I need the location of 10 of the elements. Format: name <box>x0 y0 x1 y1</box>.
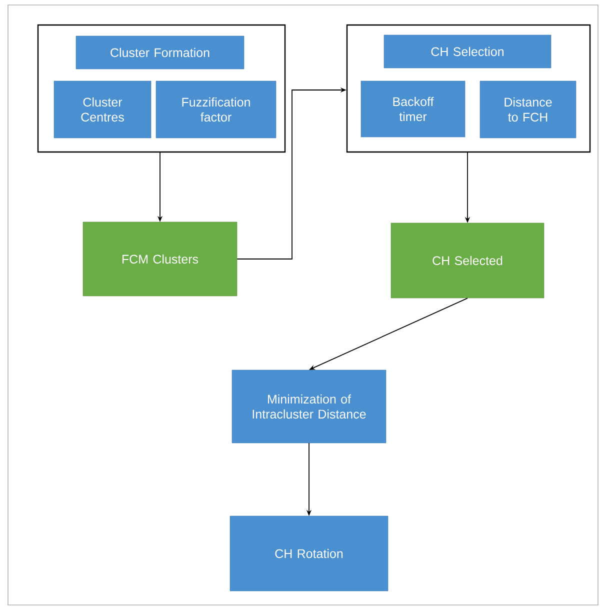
result-box: CH Selected <box>390 222 544 298</box>
process-box: Distance to FCH <box>480 80 576 138</box>
process-box: Cluster Centres <box>54 80 152 138</box>
process-box: CH Selection <box>384 34 552 68</box>
process-box: Minimization of Intracluster Distance <box>232 370 386 444</box>
process-box: CH Rotation <box>230 516 388 592</box>
process-box: Fuzzification factor <box>156 80 276 138</box>
process-box: Cluster Formation <box>76 36 244 70</box>
result-box: FCM Clusters <box>82 222 238 296</box>
process-box: Backoff timer <box>360 80 466 138</box>
